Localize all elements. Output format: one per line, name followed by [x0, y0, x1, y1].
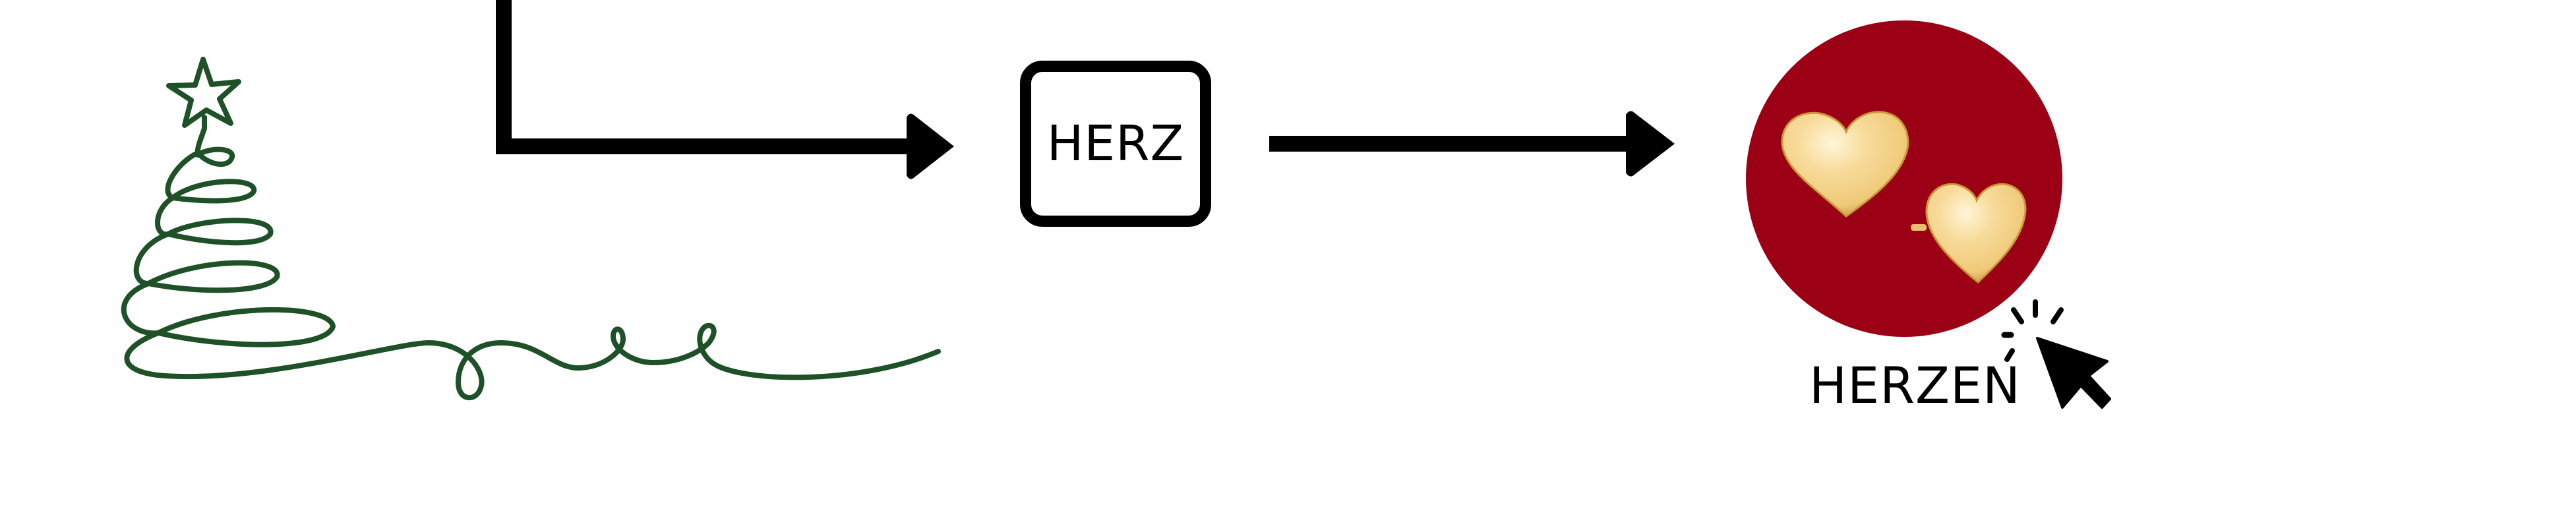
arrow-right-icon — [496, 0, 954, 179]
mouse-cursor-click-icon — [2001, 299, 2111, 409]
input-word-label: HERZ — [1046, 115, 1185, 172]
arrow-right-icon — [1269, 111, 1675, 177]
gold-hearts-icon — [1746, 20, 2062, 337]
star-icon — [166, 57, 241, 128]
output-word-label: HERZEN — [1809, 356, 2021, 415]
input-word-box: HERZ — [1020, 61, 1211, 227]
tree-spiral — [121, 115, 941, 401]
christmas-tree-icon — [121, 57, 941, 401]
